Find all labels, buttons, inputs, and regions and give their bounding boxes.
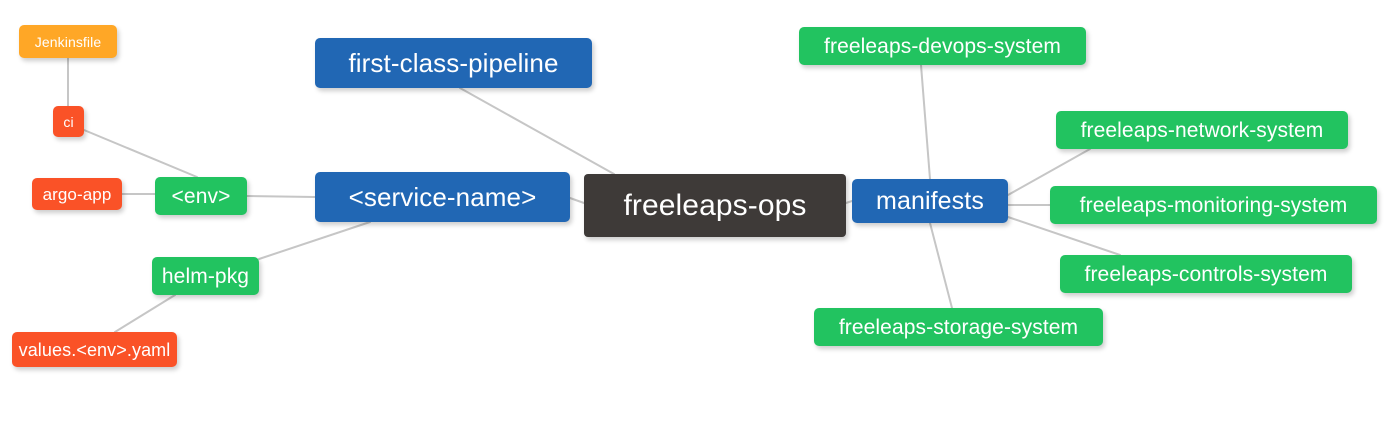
node-argo-app[interactable]: argo-app (32, 178, 122, 210)
node-jenkinsfile[interactable]: Jenkinsfile (19, 25, 117, 58)
node-helm-pkg[interactable]: helm-pkg (152, 257, 259, 295)
node-label: <service-name> (348, 182, 537, 212)
edge-manifests-to-freeleaps-storage-system (929, 222, 953, 309)
node-label: freeleaps-network-system (1080, 118, 1324, 142)
node-label: <env> (171, 184, 231, 208)
edge-helm-pkg-to-values-env-yaml (114, 294, 176, 333)
node-freeleaps-monitoring-system[interactable]: freeleaps-monitoring-system (1050, 186, 1377, 224)
node-manifests[interactable]: manifests (852, 179, 1008, 223)
node-label: freeleaps-devops-system (824, 34, 1061, 58)
node-first-class-pipeline[interactable]: first-class-pipeline (315, 38, 592, 88)
node-label: freeleaps-storage-system (838, 315, 1079, 339)
edge-service-name-to-helm-pkg (258, 221, 371, 260)
node-label: freeleaps-monitoring-system (1079, 193, 1348, 217)
edge-env-to-ci (83, 129, 198, 178)
node-freeleaps-controls-system[interactable]: freeleaps-controls-system (1060, 255, 1352, 293)
node-label: first-class-pipeline (348, 48, 559, 78)
edge-freeleaps-ops-to-first-class-pipeline (459, 87, 615, 175)
node-freeleaps-ops[interactable]: freeleaps-ops (584, 174, 846, 237)
node-env[interactable]: <env> (155, 177, 247, 215)
node-label: manifests (876, 186, 984, 215)
edge-service-name-to-env (246, 195, 316, 198)
node-ci[interactable]: ci (53, 106, 84, 137)
node-label: ci (63, 113, 74, 130)
node-values-env-yaml[interactable]: values.<env>.yaml (12, 332, 177, 367)
node-label: freeleaps-ops (623, 188, 807, 222)
edge-manifests-to-freeleaps-devops-system (920, 64, 931, 180)
node-label: argo-app (42, 184, 112, 204)
node-label: Jenkinsfile (34, 33, 102, 50)
node-freeleaps-storage-system[interactable]: freeleaps-storage-system (814, 308, 1103, 346)
node-label: values.<env>.yaml (18, 339, 171, 360)
node-label: helm-pkg (161, 264, 250, 288)
node-label: freeleaps-controls-system (1084, 262, 1328, 286)
edge-freeleaps-ops-to-service-name (569, 197, 585, 204)
node-service-name[interactable]: <service-name> (315, 172, 570, 222)
node-freeleaps-network-system[interactable]: freeleaps-network-system (1056, 111, 1348, 149)
node-freeleaps-devops-system[interactable]: freeleaps-devops-system (799, 27, 1086, 65)
